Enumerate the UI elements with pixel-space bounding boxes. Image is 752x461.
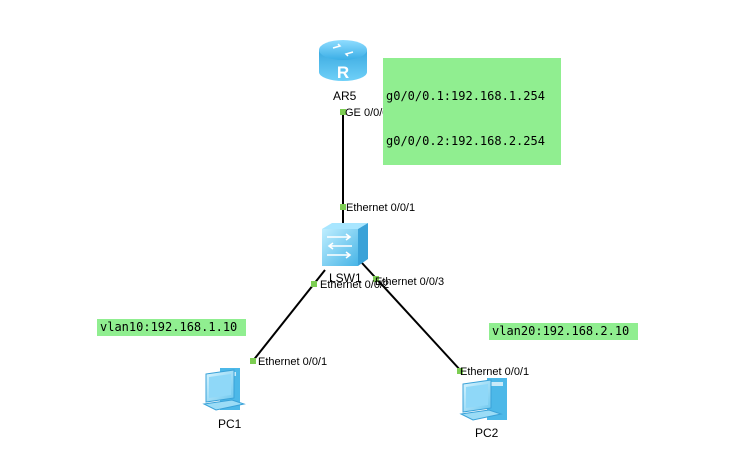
vlan20-note: vlan20:192.168.2.10 [489,323,638,340]
port-dot [340,204,346,210]
svg-text:R: R [337,63,349,82]
port-dot [457,368,463,374]
switch-icon[interactable] [322,223,368,266]
switch-port-e1-label: Ethernet 0/0/1 [346,202,415,214]
port-dot [311,281,317,287]
pc2-name: PC2 [475,426,499,440]
router-subif-2: g0/0/0.2:192.168.2.254 [386,134,545,148]
router-icon[interactable]: R [319,40,367,82]
pc1-name: PC1 [218,417,242,431]
pc-icon[interactable] [459,378,507,421]
pc1-port-label: Ethernet 0/0/1 [258,356,327,368]
router-port-label: GE 0/0/0 [345,107,388,119]
port-dot [373,276,379,282]
router-subinterface-note: g0/0/0.1:192.168.1.254 g0/0/0.2:192.168.… [383,58,561,165]
vlan10-note: vlan10:192.168.1.10 [97,319,246,336]
pc2-port-label: Ethernet 0/0/1 [460,366,529,378]
pc-icon[interactable] [202,368,246,411]
switch-name: LSW1 [329,271,362,285]
router-name: AR5 [333,89,357,103]
port-dot [250,358,256,364]
port-dot [340,109,346,115]
router-subif-1: g0/0/0.1:192.168.1.254 [386,89,545,103]
switch-port-e3-label: Ethernet 0/0/3 [375,276,444,288]
switch-port-e2-label: Ethernet 0/0/2 [320,279,389,291]
